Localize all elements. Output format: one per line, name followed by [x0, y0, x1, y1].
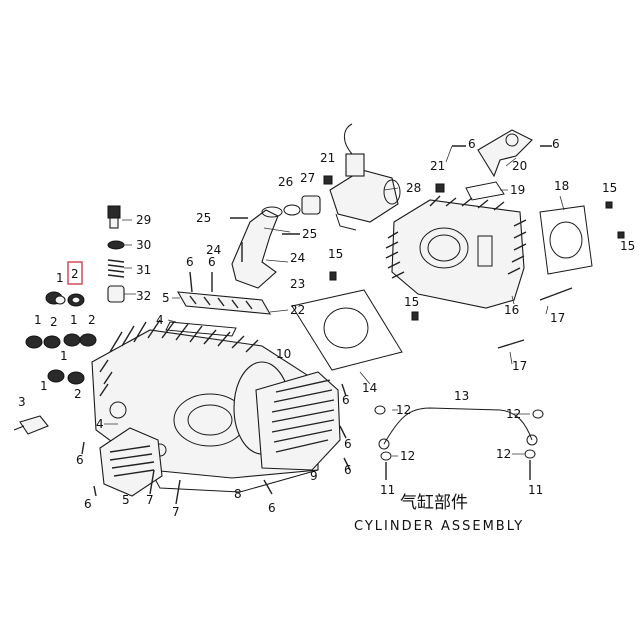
label-28: 28 — [406, 181, 421, 195]
label-17: 17 — [512, 359, 527, 373]
label-11: 11 — [528, 483, 543, 497]
label-6: 6 — [208, 255, 216, 269]
oil-pipe — [378, 407, 538, 450]
leader-lines — [104, 145, 565, 457]
label-3: 3 — [18, 395, 26, 409]
title-chinese: 气缸部件 — [400, 492, 468, 513]
bolts — [81, 145, 625, 505]
label-5: 5 — [162, 291, 170, 305]
title-english: CYLINDER ASSEMBLY — [354, 519, 524, 534]
bracket — [477, 129, 533, 178]
label-12: 12 — [396, 403, 411, 417]
label-19: 19 — [510, 183, 525, 197]
valve-seals-cluster — [25, 291, 97, 385]
label-6: 6 — [344, 437, 352, 451]
label-31: 31 — [136, 263, 151, 277]
label-25: 25 — [196, 211, 211, 225]
part-labels: 1 2 1 2 1 2 1 2 1 3 4 4 5 5 6 6 6 6 6 6 … — [18, 137, 635, 519]
label-8: 8 — [234, 487, 242, 501]
cylinder-head-gasket — [291, 289, 403, 371]
label-6: 6 — [268, 501, 276, 515]
label-32: 32 — [136, 289, 151, 303]
label-23: 23 — [290, 277, 305, 291]
label-12: 12 — [400, 449, 415, 463]
label-12: 12 — [496, 447, 511, 461]
head-gasket — [165, 321, 237, 337]
label-16: 16 — [504, 303, 519, 317]
label-20: 20 — [512, 159, 527, 173]
label-2: 2 — [50, 315, 58, 329]
label-25: 25 — [302, 227, 317, 241]
label-24: 24 — [206, 243, 221, 257]
intake-pipe — [231, 206, 283, 289]
label-10: 10 — [276, 347, 291, 361]
head-side-cover — [99, 427, 163, 497]
label-15: 15 — [328, 247, 343, 261]
label-6: 6 — [186, 255, 194, 269]
label-7: 7 — [146, 493, 154, 507]
spark-plug — [13, 415, 49, 435]
cylinder-base-gasket — [539, 205, 593, 275]
label-4: 4 — [156, 313, 164, 327]
label-21: 21 — [320, 151, 335, 165]
label-13: 13 — [454, 389, 469, 403]
label-15: 15 — [620, 239, 635, 253]
label-26: 26 — [278, 175, 293, 189]
label-4: 4 — [96, 417, 104, 431]
label-6: 6 — [84, 497, 92, 511]
label-1: 1 — [40, 379, 48, 393]
carburetor — [329, 123, 401, 231]
label-1: 1 — [60, 349, 68, 363]
label-2: 2 — [74, 387, 82, 401]
label-17: 17 — [550, 311, 565, 325]
label-6: 6 — [342, 393, 350, 407]
label-6: 6 — [552, 137, 560, 151]
label-9: 9 — [310, 469, 318, 483]
highlight-box — [67, 261, 83, 285]
label-22: 22 — [290, 303, 305, 317]
label-15: 15 — [602, 181, 617, 195]
label-15: 15 — [404, 295, 419, 309]
label-24: 24 — [290, 251, 305, 265]
label-1: 1 — [56, 271, 64, 285]
small-gasket — [465, 181, 505, 201]
label-6: 6 — [468, 137, 476, 151]
label-14: 14 — [362, 381, 377, 395]
label-29: 29 — [136, 213, 151, 227]
label-11: 11 — [380, 483, 395, 497]
carb-insulator — [283, 195, 321, 216]
label-7: 7 — [172, 505, 180, 519]
label-27: 27 — [300, 171, 315, 185]
label-30: 30 — [136, 238, 151, 252]
label-2-highlighted: 2 — [71, 267, 79, 281]
label-18: 18 — [554, 179, 569, 193]
label-5: 5 — [122, 493, 130, 507]
label-12: 12 — [506, 407, 521, 421]
valve-spring-parts — [107, 205, 125, 303]
valve-cover — [233, 361, 341, 471]
label-6: 6 — [344, 463, 352, 477]
label-6: 6 — [76, 453, 84, 467]
label-1: 1 — [34, 313, 42, 327]
label-2: 2 — [88, 313, 96, 327]
label-21: 21 — [430, 159, 445, 173]
cylinder-block — [385, 195, 527, 309]
chain-guide-plate — [176, 291, 272, 315]
label-1: 1 — [70, 313, 78, 327]
